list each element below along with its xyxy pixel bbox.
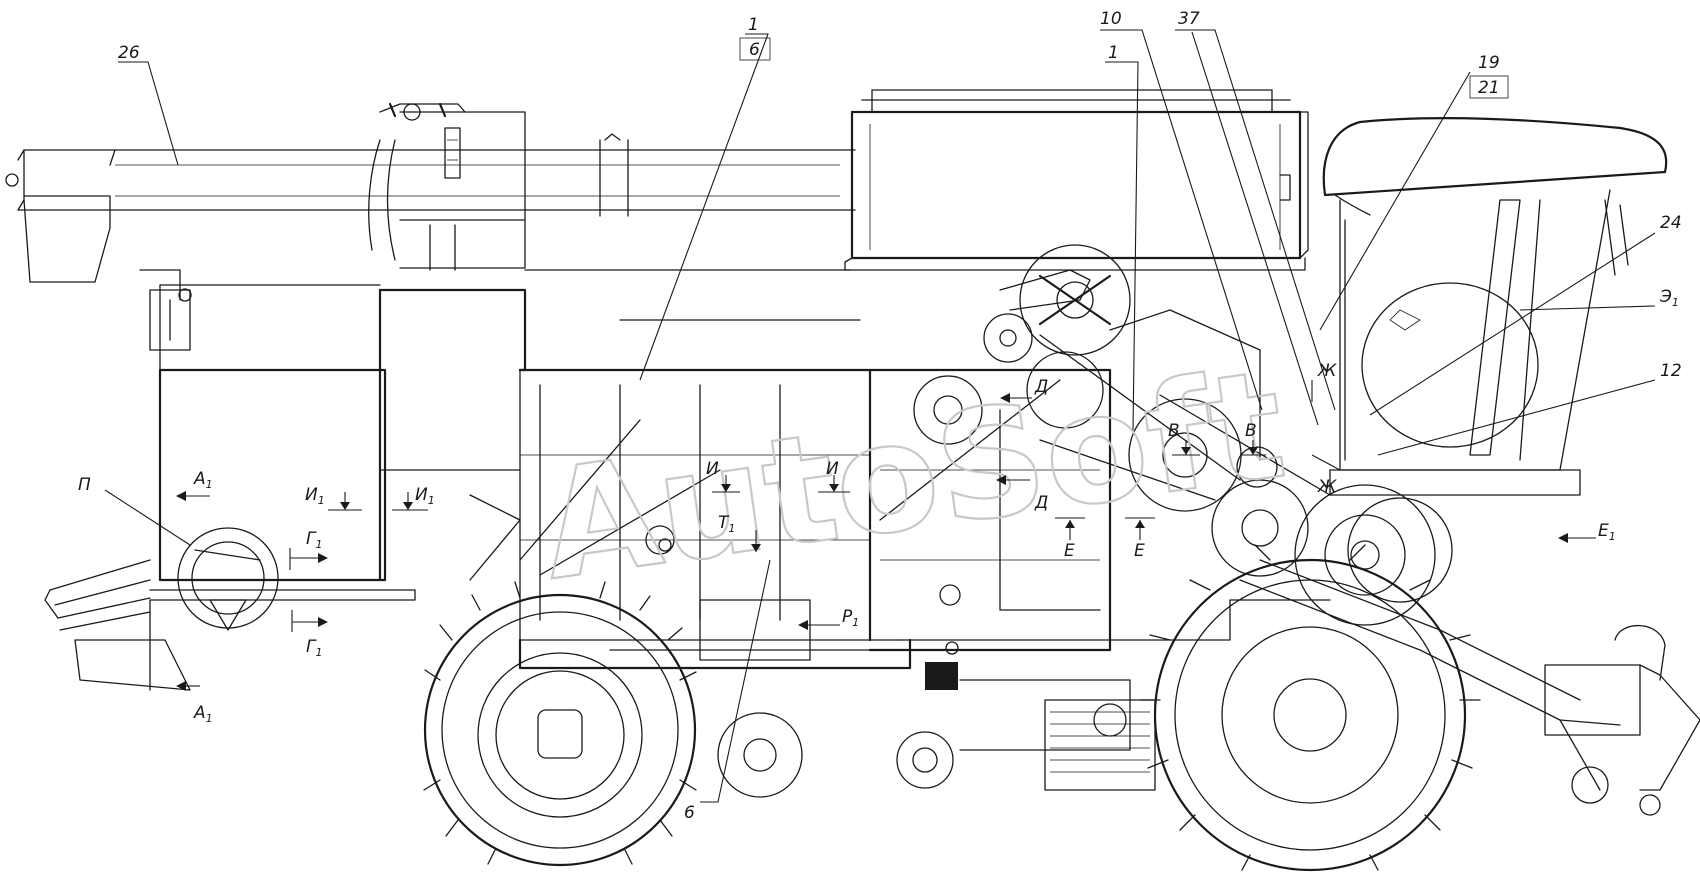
front-wheel [423,581,697,867]
section-label-d-top: Д [1034,377,1048,397]
callout-1-right: 1 [1108,43,1119,63]
section-label-p: П [78,475,91,495]
section-label-zh-bottom: Ж [1317,477,1337,497]
callout-leaders [104,29,1656,803]
callout-12: 12 [1660,361,1682,381]
cab [1322,117,1668,496]
callout-6-top: 6 [749,40,760,60]
section-markers: П А1 А1 Г1 Г1 И1 И1 И И Т1 [78,361,1616,725]
unloading-auger [5,133,856,283]
section-label-e1: Е1 [1598,521,1616,543]
section-label-g1-top: Г1 [306,529,322,551]
body-frame [149,269,1621,751]
section-label-i1-right: И1 [415,485,435,507]
callout-box-21 [1469,75,1509,99]
section-label-r1: Р1 [842,607,859,629]
section-label-e-left: Е [1064,541,1075,561]
section-label-v-right: В [1245,421,1257,441]
watermark: AutoSoft [532,338,1295,614]
section-label-e-right: Е [1134,541,1145,561]
section-label-d-bottom: Д [1034,493,1048,513]
engine-grille [1044,699,1156,791]
callout-24: 24 [1660,213,1682,233]
callout-19: 19 [1478,53,1500,73]
callout-26: 26 [118,43,140,63]
section-label-v-left: В [1168,421,1180,441]
section-label-i-left: И [706,459,719,479]
callout-10: 10 [1100,9,1122,29]
section-label-a1-top: А1 [193,469,213,491]
section-label-i-right: И [826,459,839,479]
section-label-t1: Т1 [718,513,735,535]
callout-1-left: 1 [748,15,759,35]
rear-hitch [1544,624,1700,816]
callout-e1: Э1 [1659,287,1679,309]
section-label-zh-top: Ж [1317,361,1337,381]
hydraulic-tank [368,102,526,271]
section-label-i1-left: И1 [305,485,325,507]
section-label-a1-bottom: А1 [193,703,213,725]
callout-6-bottom: 6 [684,803,695,823]
callout-box-6 [739,37,771,61]
section-label-g1-bottom: Г1 [306,637,322,659]
rear-wheel [1139,544,1481,872]
header-reel [44,269,279,691]
callout-37: 37 [1178,9,1200,29]
callout-numbers: 26 1 6 1 10 37 19 21 24 Э1 12 6 [118,9,1682,823]
callout-21: 21 [1478,78,1500,98]
grain-tank [844,89,1309,271]
drive-pulleys [645,244,1453,798]
